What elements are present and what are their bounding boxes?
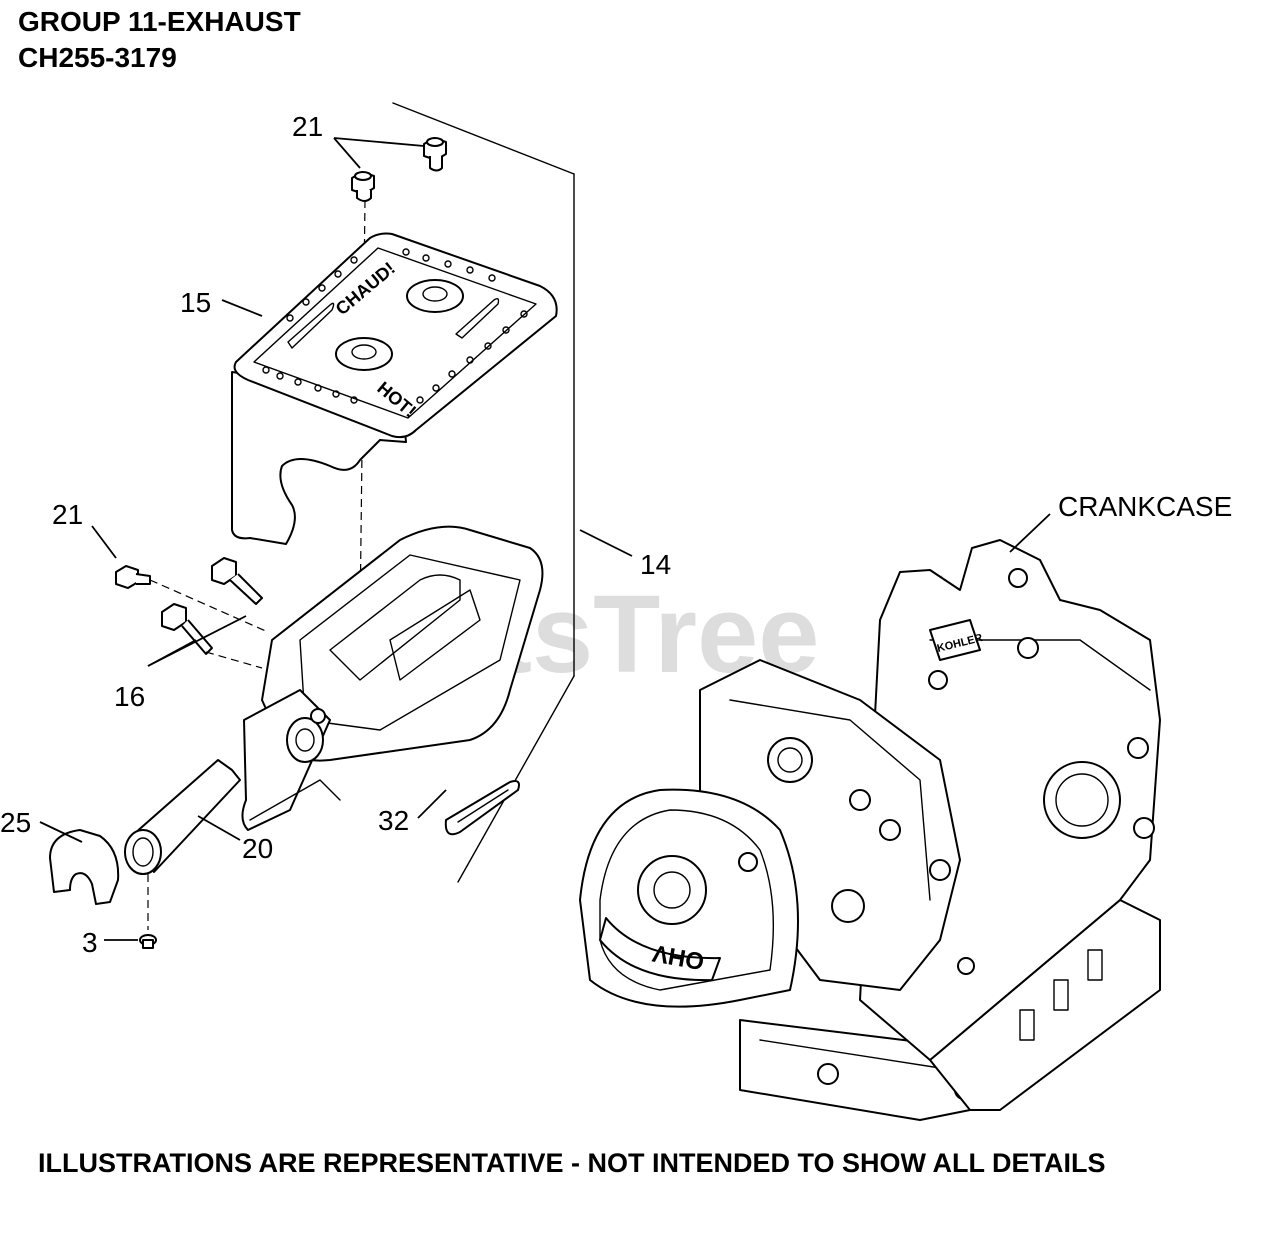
callout-32: 32 — [378, 805, 409, 836]
page-title-model: CH255-3179 — [18, 42, 177, 73]
muffler-part-14 — [241, 525, 544, 831]
callout-16: 16 — [114, 681, 145, 712]
callout-3: 3 — [82, 927, 98, 958]
assembly-plane-lines — [392, 102, 575, 883]
callout-21-left: 21 — [52, 499, 83, 530]
disclaimer-footer: ILLUSTRATIONS ARE REPRESENTATIVE - NOT I… — [38, 1148, 1106, 1178]
page-title-group: GROUP 11-EXHAUST — [18, 6, 301, 37]
gasket-part-32 — [444, 780, 520, 836]
bolt-21-top-left — [351, 171, 375, 202]
exhaust-tip-part-25 — [49, 829, 120, 905]
bolt-21-left — [115, 565, 151, 589]
stud-16-upper — [211, 557, 263, 605]
callout-25: 25 — [0, 807, 31, 838]
tailpipe-part-20 — [124, 759, 241, 875]
bolt-21-top-right — [423, 137, 447, 172]
callout-15: 15 — [180, 287, 211, 318]
crankcase-engine-block: KOHLER OHV — [579, 539, 1161, 1121]
heat-shield-part-15: CHAUD! HOT! — [231, 232, 558, 545]
leader-lines — [39, 137, 1051, 941]
callout-crankcase: CRANKCASE — [1058, 491, 1232, 522]
callout-21-top: 21 — [292, 111, 323, 142]
callout-14: 14 — [640, 549, 671, 580]
callout-20: 20 — [242, 833, 273, 864]
screw-part-3 — [139, 934, 157, 949]
stud-16-lower — [161, 603, 213, 655]
